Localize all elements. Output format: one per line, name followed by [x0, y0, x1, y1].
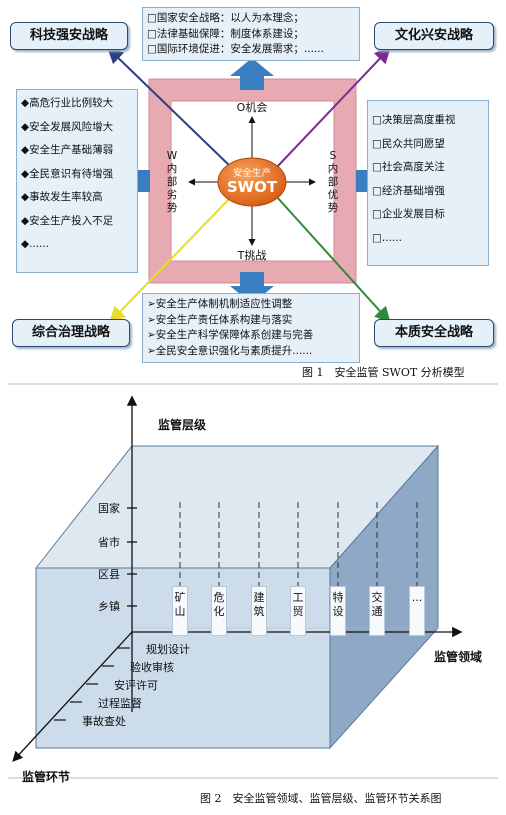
- note-item: □......: [372, 231, 402, 244]
- notes-left: ◆高危行业比例较大 ◆安全发展风险增大 ◆安全生产基础薄弱 ◆全民意识有待增强 …: [16, 89, 138, 273]
- notes-right: □决策层高度重视 □民众共同愿望 □社会高度关注 □经济基础增强 □企业发展目标…: [367, 100, 489, 266]
- strategy-tech: 科技强安战略: [10, 22, 128, 50]
- axis-domain-label: 监管领域: [434, 650, 483, 664]
- core-label-top: 安全生产: [232, 168, 271, 179]
- block-arrow-down: [230, 272, 274, 304]
- axis-link: [12, 631, 133, 762]
- label-strength: S内部优势: [327, 150, 339, 214]
- note-item: ➢安全生产责任体系构建与落实: [147, 313, 293, 326]
- note-item: □国际环境促进：安全发展需求；......: [147, 43, 324, 55]
- domain-item: 建筑: [251, 586, 267, 636]
- domain-item: 矿山: [172, 586, 188, 636]
- arrow-to-governance-strategy: [109, 195, 233, 323]
- figure-1-caption: 图 1 安全监管 SWOT 分析模型: [302, 366, 465, 379]
- note-item: ◆高危行业比例较大: [21, 97, 114, 109]
- step-supervision: 过程监督: [98, 697, 142, 710]
- notes-top: □国家安全战略：以人为本理念； □法律基础保障：制度体系建设； □国际环境促进：…: [142, 7, 360, 61]
- note-item: □企业发展目标: [372, 208, 445, 220]
- note-item: □经济基础增强: [372, 184, 445, 197]
- figure-2-caption: 图 2 安全监管领域、监管层级、监管环节关系图: [200, 792, 442, 805]
- label-opportunity: O机会: [236, 101, 268, 114]
- arrow-to-intrinsic-strategy: [275, 195, 391, 323]
- label-weakness: W内部劣势: [166, 150, 178, 214]
- note-item: □决策层高度重视: [372, 114, 456, 126]
- domain-item: 特设: [330, 586, 346, 636]
- step-investigation: 事故查处: [82, 715, 126, 728]
- axis-level-label: 监管层级: [158, 418, 207, 432]
- level-county: 区县: [98, 568, 120, 581]
- note-item: ◆安全发展风险增大: [21, 120, 114, 133]
- note-item: □法律基础保障：制度体系建设；: [147, 27, 304, 40]
- strategy-governance: 综合治理战略: [12, 319, 130, 347]
- note-item: □国家安全战略：以人为本理念；: [147, 12, 304, 24]
- arrow-to-tech-strategy: [107, 47, 233, 169]
- note-item: ➢安全生产体制机制适应性调整: [147, 298, 293, 310]
- label-threat: T挑战: [237, 249, 267, 262]
- swot-core: [217, 157, 287, 207]
- strategy-culture: 文化兴安战略: [374, 22, 494, 50]
- note-item: □社会高度关注: [372, 161, 445, 173]
- domain-item: 工贸: [290, 586, 306, 636]
- block-arrow-up: [230, 58, 274, 90]
- level-national: 国家: [98, 502, 120, 515]
- step-acceptance: 验收审核: [130, 661, 174, 674]
- swot-diagram-graphics: [8, 47, 498, 385]
- level-township: 乡镇: [98, 600, 120, 613]
- note-item: □民众共同愿望: [372, 137, 445, 150]
- axis-link-label: 监管环节: [22, 770, 71, 784]
- domain-item: 交通: [369, 586, 385, 636]
- note-item: ➢全民安全意识强化与素质提升......: [147, 344, 313, 357]
- arrow-to-culture-strategy: [275, 47, 391, 169]
- step-permit: 安评许可: [114, 679, 158, 692]
- note-item: ◆安全生产投入不足: [21, 214, 114, 227]
- core-label-bottom: SWOT: [226, 178, 278, 196]
- level-province: 省市: [98, 536, 120, 549]
- notes-bottom: ➢安全生产体制机制适应性调整 ➢安全生产责任体系构建与落实 ➢安全生产科学保障体…: [142, 293, 360, 363]
- domain-item: ...: [409, 586, 425, 636]
- step-planning: 规划设计: [146, 643, 190, 656]
- strategy-intrinsic: 本质安全战略: [374, 319, 494, 347]
- note-item: ◆安全生产基础薄弱: [21, 144, 114, 156]
- cube-diagram-graphics: [8, 395, 498, 779]
- note-item: ➢安全生产科学保障体系创建与完善: [147, 329, 314, 341]
- domain-item: 危化: [211, 586, 227, 636]
- note-item: ◆......: [21, 238, 50, 250]
- note-item: ◆全民意识有待增强: [21, 167, 114, 180]
- note-item: ◆事故发生率较高: [21, 191, 103, 203]
